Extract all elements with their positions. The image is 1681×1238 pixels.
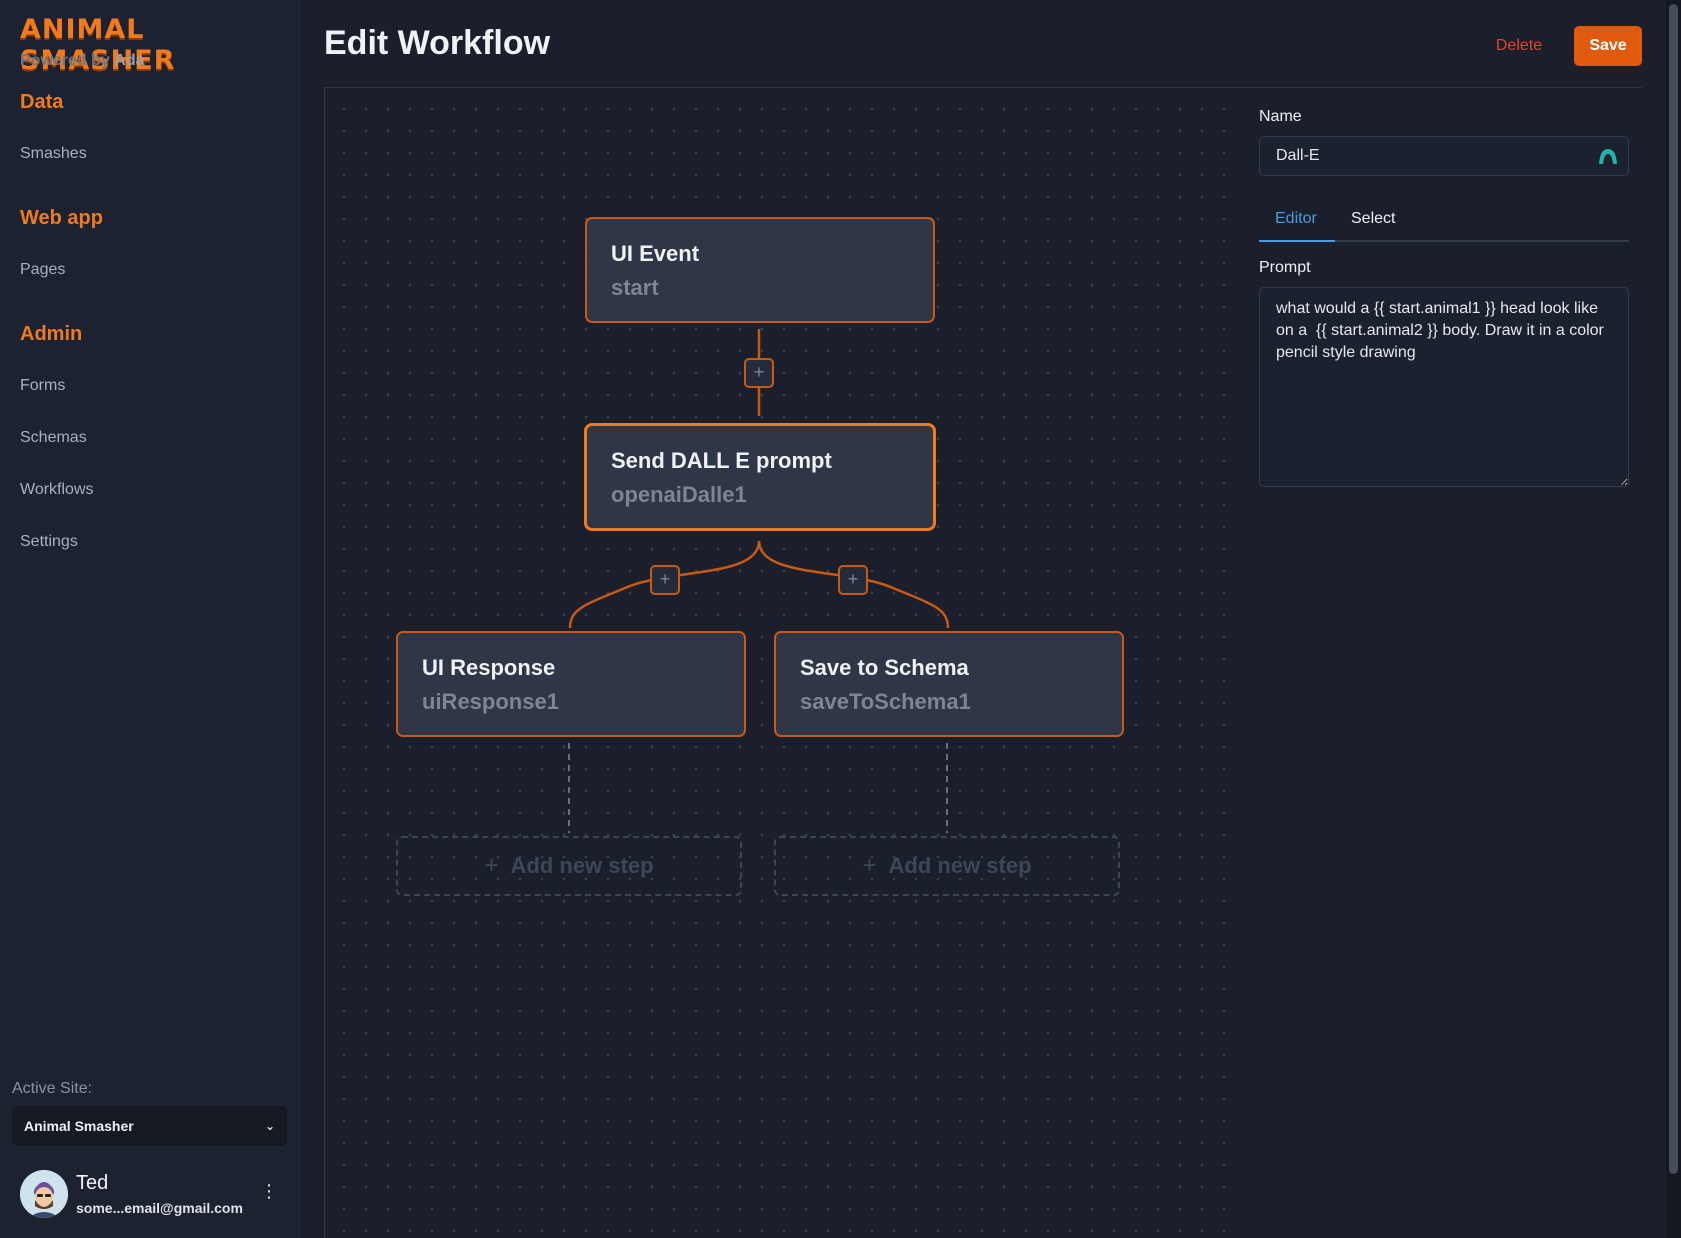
page-title: Edit Workflow [324,24,551,62]
node-title: Send DALL E prompt [611,448,832,473]
workflow-canvas[interactable]: UI Event start + Send DALL E prompt open… [325,88,1225,1238]
node-id: uiResponse1 [422,689,559,714]
add-step-button[interactable]: + [838,565,868,595]
sidebar-item-schemas[interactable]: Schemas [20,429,87,446]
workflow-editor: UI Event start + Send DALL E prompt open… [324,87,1643,1238]
sidebar-item-workflows[interactable]: Workflows [20,481,94,498]
powered-by-name: Ada [114,52,145,69]
tab-select[interactable]: Select [1351,210,1396,227]
node-id: openaiDalle1 [611,482,747,507]
sidebar-item-pages[interactable]: Pages [20,261,66,278]
sidebar-item-settings[interactable]: Settings [20,533,78,550]
add-step-button[interactable]: + [650,565,680,595]
user-profile: Ted some...email@gmail.com ⋮ [20,1170,280,1220]
active-site-value: Animal Smasher [24,1118,134,1134]
prompt-label: Prompt [1259,259,1311,276]
tab-active-indicator [1259,240,1335,242]
add-new-step-button[interactable]: + Add new step [774,836,1120,896]
workflow-node-save-to-schema[interactable]: Save to Schema saveToSchema1 [774,631,1124,737]
active-site-select[interactable]: Animal Smasher ⌄ [12,1106,287,1146]
sidebar: ANIMAL SMASHER Powered by Ada Data Smash… [0,0,300,1238]
workflow-node-send-dalle-prompt[interactable]: Send DALL E prompt openaiDalle1 [585,424,935,530]
nav-section-admin: Admin [20,323,83,345]
add-new-step-label: Add new step [888,853,1032,878]
node-id: saveToSchema1 [800,689,971,714]
user-name: Ted [76,1172,109,1194]
workflow-node-ui-event[interactable]: UI Event start [585,217,935,323]
step-settings-panel: Name Editor Select Prompt what would a {… [1225,88,1643,1238]
node-title: UI Event [611,241,700,266]
node-title: Save to Schema [800,655,969,680]
delete-button[interactable]: Delete [1474,26,1564,66]
add-step-button[interactable]: + [744,358,774,388]
name-field[interactable] [1259,136,1629,176]
workflow-node-ui-response[interactable]: UI Response uiResponse1 [396,631,746,737]
plus-icon: + [484,852,499,879]
powered-by-prefix: Powered by [20,52,110,69]
active-site-label: Active Site: [12,1080,93,1097]
add-new-step-label: Add new step [510,853,654,878]
brand-logo[interactable]: ANIMAL SMASHER [20,14,176,76]
page-scrollbar[interactable] [1666,0,1681,1238]
sidebar-item-smashes[interactable]: Smashes [20,145,87,162]
more-vertical-icon[interactable]: ⋮ [260,1181,278,1201]
panel-tabs: Editor Select [1259,202,1629,242]
nav-section-web-app: Web app [20,207,103,229]
prompt-textarea[interactable]: what would a {{ start.animal1 }} head lo… [1259,287,1629,487]
save-button[interactable]: Save [1574,26,1642,66]
chevron-down-icon: ⌄ [264,1119,275,1133]
user-email: some...email@gmail.com [76,1200,243,1216]
scrollbar-thumb[interactable] [1669,4,1678,1174]
sidebar-item-forms[interactable]: Forms [20,377,66,394]
avatar[interactable] [20,1170,68,1218]
tab-editor[interactable]: Editor [1275,210,1317,227]
add-new-step-button[interactable]: + Add new step [396,836,742,896]
powered-by: Powered by Ada [20,52,145,70]
node-title: UI Response [422,655,556,680]
name-label: Name [1259,108,1302,125]
nav-section-data: Data [20,91,64,113]
node-id: start [611,275,659,300]
plus-icon: + [862,852,877,879]
openai-icon [1599,149,1617,164]
